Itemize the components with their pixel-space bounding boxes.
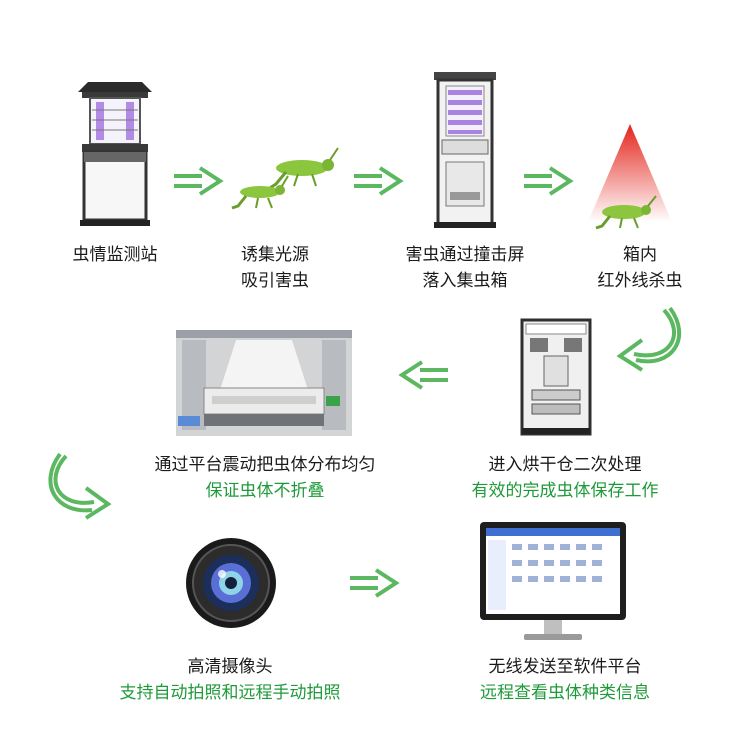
step-software-line2: 远程查看虫体种类信息 [480,683,650,703]
step-attract-line2: 吸引害虫 [241,271,309,291]
step-attract-label: 诱集光源 吸引害虫 [210,242,340,294]
step-vibrate-label: 通过平台震动把虫体分布均匀 保证虫体不折叠 [100,452,430,504]
right-arrow-icon [350,568,400,598]
step-strike-line1: 害虫通过撞击屏 [405,245,525,265]
step-vibrate-line2: 保证虫体不折叠 [205,481,325,501]
step-attract-line1: 诱集光源 [241,245,309,265]
step-strike-label: 害虫通过撞击屏 落入集虫箱 [380,242,550,294]
step-infrared-line1: 箱内 [623,245,657,265]
step-infrared-line2: 红外线杀虫 [597,271,683,291]
curved-arrow-icon [48,452,112,520]
grasshopper-icon [595,195,657,230]
grasshopper-icon [269,147,339,190]
monitor-icon [480,522,626,640]
step-dry-line2: 有效的完成虫体保存工作 [471,481,659,501]
step-camera-label: 高清摄像头 支持自动拍照和远程手动拍照 [60,654,400,706]
camera-lens-icon [186,538,276,628]
right-arrow-icon [524,166,574,196]
collector-cabinet-image [434,72,496,228]
step-vibrate-line1: 通过平台震动把虫体分布均匀 [154,455,376,475]
right-arrow-icon [354,166,404,196]
step-station-label: 虫情监测站 [40,242,190,268]
step-dry-line1: 进入烘干仓二次处理 [488,455,642,475]
step-software-label: 无线发送至软件平台 远程查看虫体种类信息 [420,654,710,706]
step-strike-line2: 落入集虫箱 [422,271,508,291]
grasshopper-icon [231,175,289,210]
step-software-line1: 无线发送至软件平台 [488,657,642,677]
infrared-beam-icon [588,124,672,222]
step-camera-line1: 高清摄像头 [187,657,273,677]
monitoring-station-image [78,82,152,226]
left-arrow-icon [398,360,448,390]
step-infrared-label: 箱内 红外线杀虫 [560,242,720,294]
step-dry-label: 进入烘干仓二次处理 有效的完成虫体保存工作 [420,452,710,504]
step-camera-line2: 支持自动拍照和远程手动拍照 [119,683,341,703]
step-station-text: 虫情监测站 [72,245,158,265]
drying-cabinet-image [520,318,592,436]
vibration-platform-image [176,330,352,436]
curved-arrow-icon [616,306,682,372]
right-arrow-icon [174,166,224,196]
